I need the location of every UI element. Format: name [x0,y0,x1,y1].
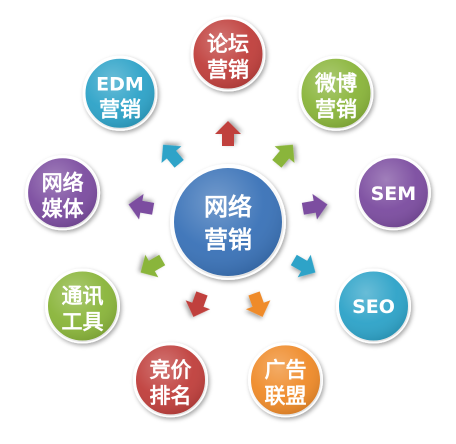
node-label-ranking-line2: 排名 [150,384,192,408]
center-label-line1: 网络 [204,193,252,221]
node-label-edm-line2: 营销 [99,97,141,121]
node-seo: SEO [336,268,411,344]
arrow-tools [140,254,166,278]
center-node: 网络 营销 [170,164,286,280]
node-label-alliance-line1: 广告 [265,358,307,382]
node-label-alliance-line2: 联盟 [265,384,307,408]
node-label-seo: SEO [352,296,395,318]
arrow-ranking [185,291,211,317]
node-label-sem: SEM [371,183,417,205]
node-gloss-edm [84,57,156,130]
arrow-media [128,193,155,220]
arrows-layer [128,121,328,317]
arrow-weibo [272,144,295,168]
center-label-line2: 营销 [204,226,252,254]
node-gloss-alliance [249,343,322,416]
node-gloss-tools [46,270,119,342]
node-label-media-line1: 网络 [42,171,84,195]
node-gloss-sem [357,156,430,229]
node-gloss-ranking [134,343,207,416]
arrow-forum [215,121,241,146]
arrow-alliance [245,291,271,317]
node-label-forum-line2: 营销 [207,58,249,82]
node-label-media-line2: 媒体 [42,197,85,221]
arrow-sem [301,193,328,220]
node-label-tools-line1: 通讯 [62,284,104,308]
node-gloss-forum [192,18,264,90]
node-label-forum-line1: 论坛 [207,32,249,56]
arrow-seo [290,254,316,278]
node-gloss-media [26,156,99,229]
node-gloss-weibo [300,57,372,130]
node-label-ranking-line1: 竞价 [150,358,193,382]
node-sem: SEM [355,155,431,231]
center-gloss [172,166,284,278]
arrow-edm [161,144,184,168]
node-label-tools-line2: 工具 [62,310,104,334]
node-label-weibo-line1: 微博 [314,71,357,95]
node-label-edm-line1: EDM [96,73,144,95]
node-gloss-seo [337,270,410,342]
node-label-weibo-line2: 营销 [315,97,357,121]
